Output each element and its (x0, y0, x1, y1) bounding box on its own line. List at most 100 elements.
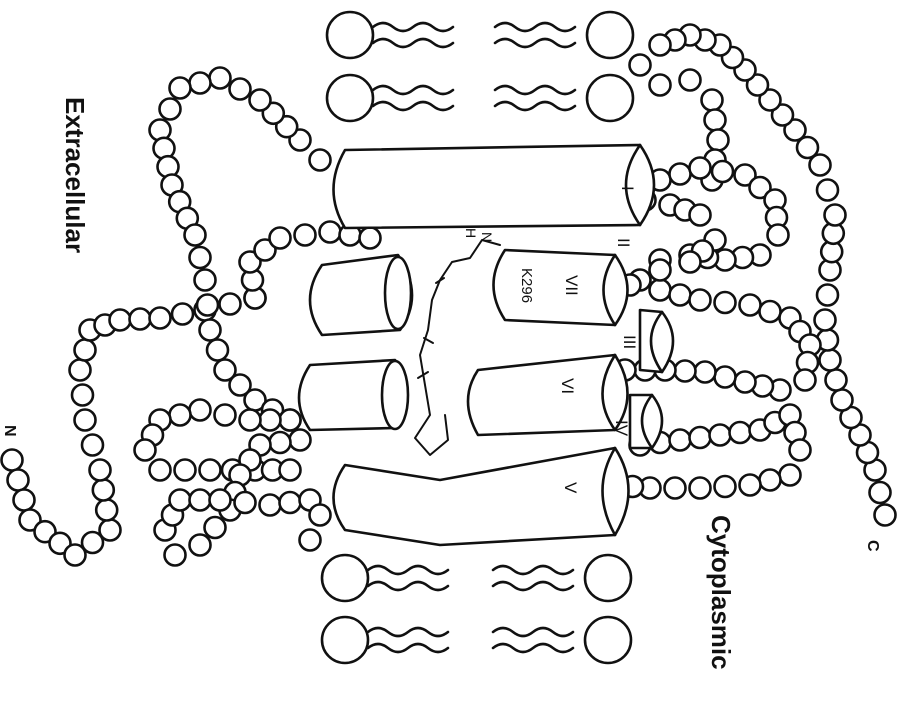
residue-bead (735, 372, 756, 393)
residue-bead (280, 492, 301, 513)
residue-bead (715, 476, 736, 497)
loop-e4 (155, 430, 321, 566)
helix-1 (334, 145, 655, 228)
residue-bead (630, 55, 651, 76)
residue-bead (160, 99, 181, 120)
helix-label-6: VI (558, 378, 577, 394)
residue-bead (195, 270, 216, 291)
residue-bead (200, 460, 221, 481)
residue-bead (165, 545, 186, 566)
residue-bead (185, 225, 206, 246)
helix-label-1: I (618, 186, 637, 191)
residue-bead (712, 161, 733, 182)
residue-bead (730, 422, 751, 443)
lipid-top-1 (327, 12, 633, 58)
residue-bead (270, 432, 291, 453)
residue-bead (110, 310, 131, 331)
residue-bead (260, 410, 281, 431)
residue-bead (815, 310, 836, 331)
residue-bead (200, 320, 221, 341)
residue-bead (280, 410, 301, 431)
residue-bead (207, 340, 228, 361)
residue-bead (250, 90, 271, 111)
residue-bead (170, 78, 191, 99)
residue-bead (170, 405, 191, 426)
residue-bead (175, 460, 196, 481)
residue-bead (650, 75, 671, 96)
residue-bead (690, 478, 711, 499)
residue-bead (100, 520, 121, 541)
residue-bead (790, 440, 811, 461)
residue-bead (290, 430, 311, 451)
residue-bead (75, 340, 96, 361)
residue-bead (360, 228, 381, 249)
residue-bead (190, 490, 211, 511)
residue-bead (72, 385, 93, 406)
helix-4 (630, 395, 662, 448)
residue-bead (205, 517, 226, 538)
extracellular-label: Extracellular (60, 97, 90, 253)
residue-bead (870, 482, 891, 503)
residue-bead (780, 465, 801, 486)
lipid-top-2 (327, 75, 633, 121)
residue-bead (210, 490, 231, 511)
residue-bead (760, 470, 781, 491)
lipid-bottom-2 (322, 617, 631, 663)
residue-bead (650, 35, 671, 56)
helix-3 (640, 310, 673, 372)
residue-bead (300, 530, 321, 551)
helix-6 (468, 355, 628, 435)
residue-bead (708, 130, 729, 151)
residue-bead (710, 425, 731, 446)
helix-label-5: V (561, 482, 580, 494)
residue-bead (93, 480, 114, 501)
residue-bead (8, 470, 29, 491)
residue-bead (170, 490, 191, 511)
residue-bead (2, 450, 23, 471)
residue-bead (680, 70, 701, 91)
helix-end-upper (310, 255, 412, 335)
residue-bead (210, 68, 231, 89)
residue-bead (740, 295, 761, 316)
residue-bead (190, 400, 211, 421)
loop-e5 (300, 505, 331, 551)
residue-bead (650, 260, 671, 281)
residue-bead (96, 500, 117, 521)
residue-bead (715, 367, 736, 388)
c-terminus-label: C (864, 540, 881, 552)
residue-bead (832, 390, 853, 411)
residue-bead (90, 460, 111, 481)
residue-bead (130, 309, 151, 330)
n-terminus-label: N (1, 425, 18, 437)
residue-bead (172, 304, 193, 325)
residue-bead (817, 285, 838, 306)
residue-bead (75, 410, 96, 431)
residue-bead (715, 292, 736, 313)
residue-bead (235, 492, 256, 513)
helix-label-4: IV (612, 420, 631, 437)
residue-bead (705, 110, 726, 131)
residue-bead (310, 505, 331, 526)
residue-bead (320, 222, 341, 243)
helix-5 (334, 448, 629, 545)
residue-bead (150, 308, 171, 329)
residue-bead (190, 73, 211, 94)
residue-bead (690, 290, 711, 311)
helix-label-7: VII (562, 275, 581, 296)
residue-bead (14, 490, 35, 511)
residue-bead (310, 150, 331, 171)
residue-bead (795, 370, 816, 391)
residue-bead (825, 205, 846, 226)
residue-bead (760, 301, 781, 322)
residue-bead (220, 294, 241, 315)
residue-bead (197, 295, 218, 316)
residue-bead (680, 252, 701, 273)
cytoplasmic-label: Cytoplasmic (706, 515, 736, 670)
residue-bead (670, 430, 691, 451)
residue-bead (817, 180, 838, 201)
residue-bead (650, 280, 671, 301)
residue-bead (690, 427, 711, 448)
residue-bead (665, 478, 686, 499)
residue-bead (260, 495, 281, 516)
residue-bead (135, 440, 156, 461)
